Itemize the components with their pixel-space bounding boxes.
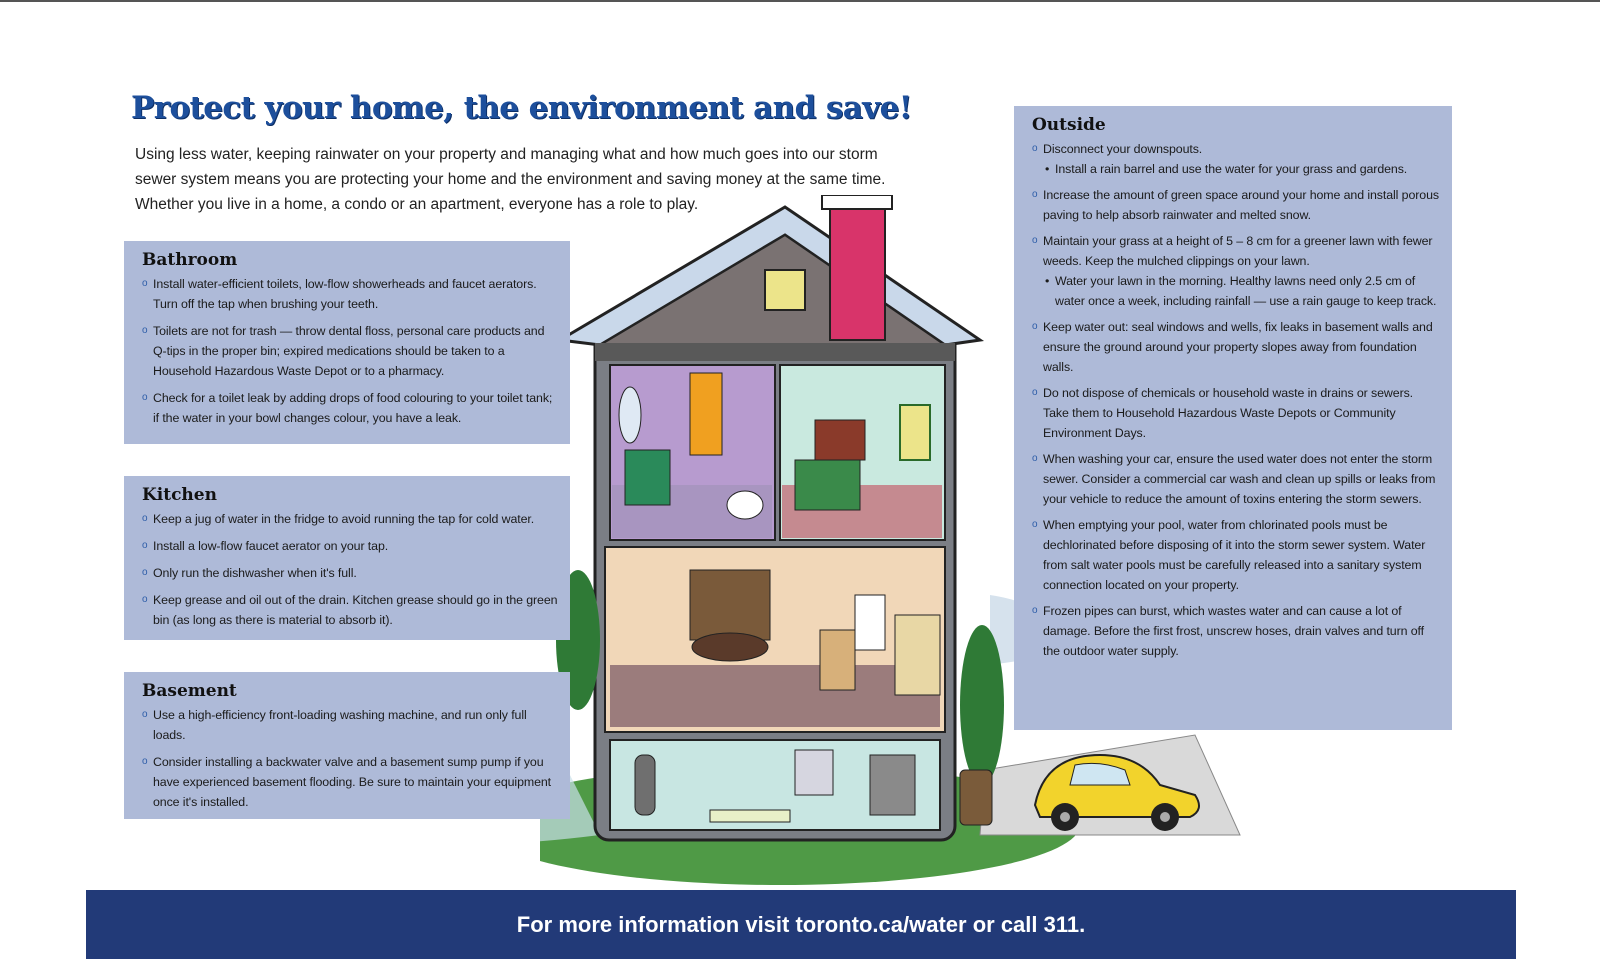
bullet-icon: ο [1032, 143, 1038, 154]
bullet-icon: ο [142, 513, 148, 524]
kitchen-floor [610, 665, 940, 727]
page-title: Protect your home, the environment and s… [131, 90, 912, 126]
bedroom-window [899, 404, 931, 461]
basement-heading: Basement [142, 681, 237, 701]
bullet-icon: ο [142, 756, 148, 767]
bullet-icon: ο [142, 709, 148, 720]
kitchen-heading: Kitchen [142, 485, 217, 505]
bullet-icon: ο [142, 594, 148, 605]
chimney-cap [821, 195, 893, 210]
attic-floor [595, 343, 955, 361]
furnace [869, 754, 916, 816]
bullet-icon: ο [1032, 605, 1038, 616]
fireplace [814, 419, 866, 461]
toilet [726, 490, 764, 520]
water-heater [634, 754, 656, 816]
top-border [0, 0, 1600, 2]
bathroom-heading: Bathroom [142, 250, 238, 270]
bullet-icon: ο [142, 567, 148, 578]
right-tree [960, 625, 1004, 785]
basement-rug [709, 809, 791, 823]
bullet-icon: ο [1032, 519, 1038, 530]
bathroom-mirror [618, 386, 642, 444]
shower-curtain [689, 372, 723, 456]
bullet-icon: ο [142, 325, 148, 336]
bullet-icon: ο [142, 540, 148, 551]
bathroom-vanity [624, 449, 671, 506]
bullet-icon: ο [142, 392, 148, 403]
bullet-icon: ο [1032, 321, 1038, 332]
outside-heading: Outside [1032, 115, 1106, 135]
rain-barrel [959, 769, 993, 826]
bullet-icon: ο [1032, 189, 1038, 200]
car-illustration [1033, 753, 1200, 831]
footer-banner: For more information visit toronto.ca/wa… [86, 890, 1516, 959]
bullet-icon: ο [1032, 387, 1038, 398]
kitchen-counter [894, 614, 941, 696]
bed [794, 459, 861, 511]
washer [794, 749, 834, 796]
intro-paragraph: Using less water, keeping rainwater on y… [135, 146, 886, 213]
attic-window [764, 269, 806, 311]
kitchen-island [819, 629, 856, 691]
footer-text: For more information visit toronto.ca/wa… [516, 911, 1086, 937]
dining-table [691, 632, 769, 662]
sub-item: Install a rain barrel and use the water … [1043, 159, 1440, 179]
bullet-icon: ο [1032, 453, 1038, 464]
house-illustration [540, 195, 1241, 885]
fridge [854, 594, 886, 651]
chimney [829, 199, 886, 341]
hutch [689, 569, 771, 641]
sub-item: Water your lawn in the morning. Healthy … [1043, 271, 1440, 311]
bullet-icon: ο [1032, 235, 1038, 246]
bullet-icon: ο [142, 278, 148, 289]
